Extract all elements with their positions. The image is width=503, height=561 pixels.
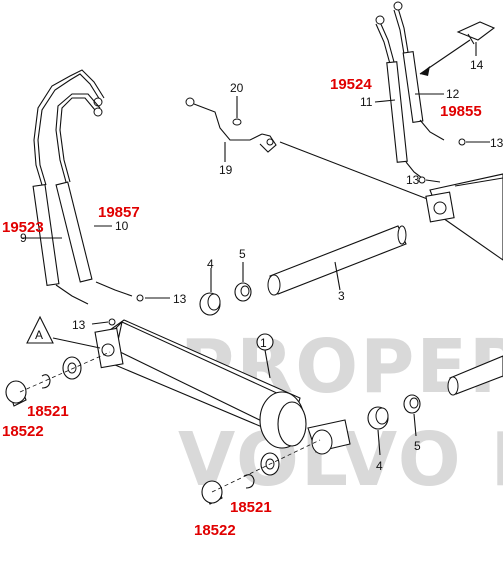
label-3: 3	[338, 289, 345, 303]
label-1: 1	[260, 336, 267, 350]
label-9: 9	[20, 231, 27, 245]
label-4b: 4	[376, 459, 383, 473]
red-label-18521-lower: 18521	[230, 499, 272, 516]
leader-a	[52, 337, 101, 349]
leader-1	[264, 349, 271, 379]
label-4a: 4	[207, 257, 214, 271]
screw-20-head	[232, 118, 242, 126]
clip-18521-lower	[243, 474, 255, 489]
washer-5-upper	[234, 282, 252, 302]
red-label-19857: 19857	[98, 204, 140, 221]
label-5b: 5	[414, 439, 421, 453]
leader-13c	[425, 179, 441, 183]
label-13c: 13	[406, 173, 420, 187]
bushing-4-upper	[199, 292, 221, 316]
label-14: 14	[470, 58, 484, 72]
cap-18522-lower	[201, 480, 223, 505]
hose-11	[375, 15, 423, 179]
leader-11	[374, 99, 396, 103]
label-13d: 13	[490, 136, 503, 150]
cap-18522-left	[5, 380, 27, 407]
red-label-18522-left: 18522	[2, 423, 44, 440]
leader-13a	[91, 321, 109, 325]
cylinder-upper-right	[425, 173, 503, 261]
red-label-19523: 19523	[2, 219, 44, 236]
axis-left	[19, 351, 111, 393]
rod-right-end	[447, 376, 459, 396]
washer-left-hole	[67, 362, 77, 374]
leader-4b	[377, 429, 381, 456]
label-11: 11	[360, 95, 373, 109]
oring-13b	[136, 294, 144, 302]
label-12: 12	[446, 87, 460, 101]
washer-5-lower	[403, 394, 421, 414]
red-label-18521-left: 18521	[27, 403, 69, 420]
bracket-14	[419, 21, 496, 76]
hose-12	[393, 1, 445, 141]
label-13a: 13	[72, 318, 86, 332]
hose-10	[55, 93, 133, 297]
cylinder-1	[94, 319, 351, 455]
oring-13c	[418, 176, 426, 184]
red-label-19524: 19524	[330, 76, 372, 93]
sensor-19	[185, 97, 277, 153]
oring-13d	[458, 138, 466, 146]
bushing-4-lower	[367, 406, 389, 430]
clip-18521-left	[41, 374, 51, 389]
sensor-leader-line	[279, 141, 431, 201]
red-label-19855: 19855	[440, 103, 482, 120]
label-10: 10	[115, 219, 129, 233]
warning-triangle-a	[26, 315, 54, 344]
label-19: 19	[219, 163, 233, 177]
axis-lower	[211, 439, 321, 493]
leader-5b	[413, 413, 417, 437]
label-5a: 5	[239, 247, 246, 261]
red-label-18522-lower: 18522	[194, 522, 236, 539]
label-13b: 13	[173, 292, 187, 306]
label-20: 20	[230, 81, 244, 95]
rod-3	[267, 225, 407, 296]
oring-13a	[108, 318, 116, 326]
label-a: A	[35, 328, 43, 342]
leader-3	[334, 261, 341, 291]
